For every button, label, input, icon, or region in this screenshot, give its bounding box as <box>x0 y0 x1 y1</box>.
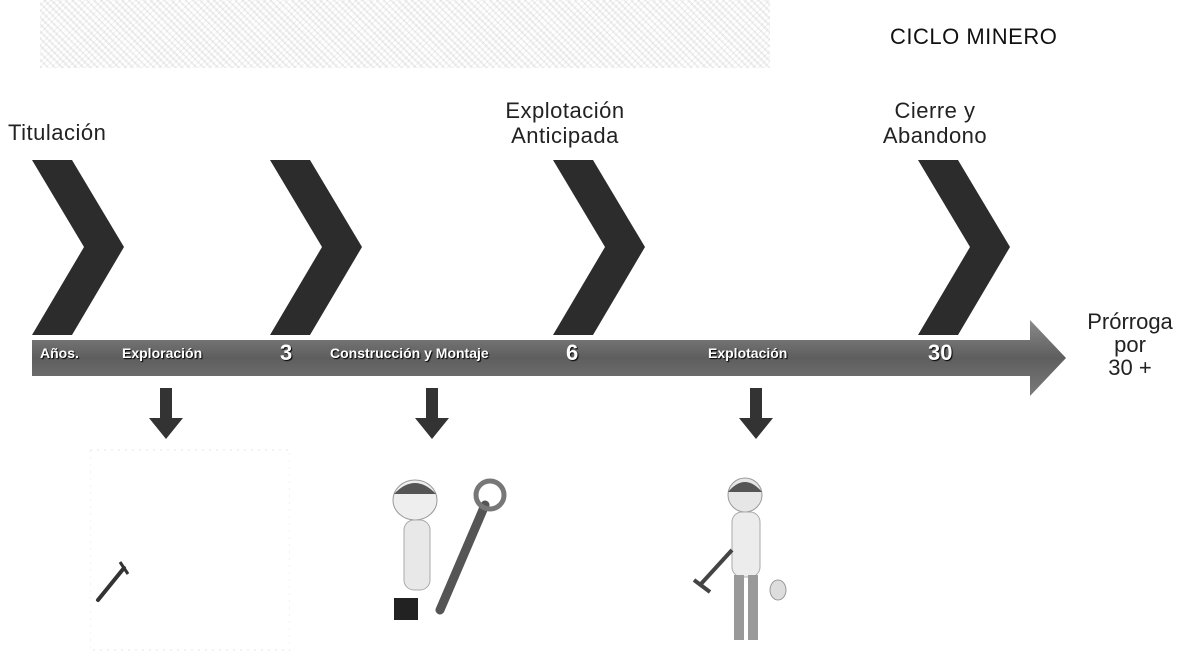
timeline-mark-6: 6 <box>566 340 579 365</box>
miner-figure <box>692 477 787 640</box>
timeline-phase-explotacion: Explotación <box>708 345 788 361</box>
stage-label-titulacion: Titulación <box>8 120 107 145</box>
extension-label: Prórroga por 30 + <box>1070 310 1190 379</box>
geologist-figure <box>90 449 290 651</box>
diagram-title: CICLO MINERO <box>890 24 1058 49</box>
worker-figure <box>392 478 507 620</box>
chevron-right-icon <box>918 160 1010 335</box>
timeline-phase-exploracion: Exploración <box>122 345 203 361</box>
timeline-arrow <box>32 320 1066 396</box>
stage-label-cierre: Cierre y Abandono <box>860 98 1010 149</box>
timeline-phase-construccion: Construcción y Montaje <box>330 345 489 361</box>
stage-label-line: Cierre y <box>894 98 976 123</box>
arrow-down-icon <box>149 388 183 439</box>
stage-label-line: Abandono <box>882 123 988 149</box>
header-texture <box>40 0 770 68</box>
chevron-right-icon <box>32 160 124 335</box>
timeline-mark-30: 30 <box>928 340 953 365</box>
extension-line: Prórroga <box>1087 309 1173 334</box>
chevron-right-icon <box>553 160 645 335</box>
timeline-years-label: Años. <box>40 345 79 361</box>
stage-label-line: Explotación <box>505 98 625 123</box>
extension-line: por <box>1114 332 1146 358</box>
arrow-down-icon <box>739 388 773 439</box>
chevron-right-icon <box>270 160 362 335</box>
stage-label-line: Anticipada <box>511 123 619 149</box>
arrow-down-icon <box>415 388 449 439</box>
extension-line: 30 + <box>1108 355 1152 381</box>
stage-label-explotacion-anticipada: Explotación Anticipada <box>480 98 650 149</box>
timeline-mark-3: 3 <box>280 340 293 365</box>
